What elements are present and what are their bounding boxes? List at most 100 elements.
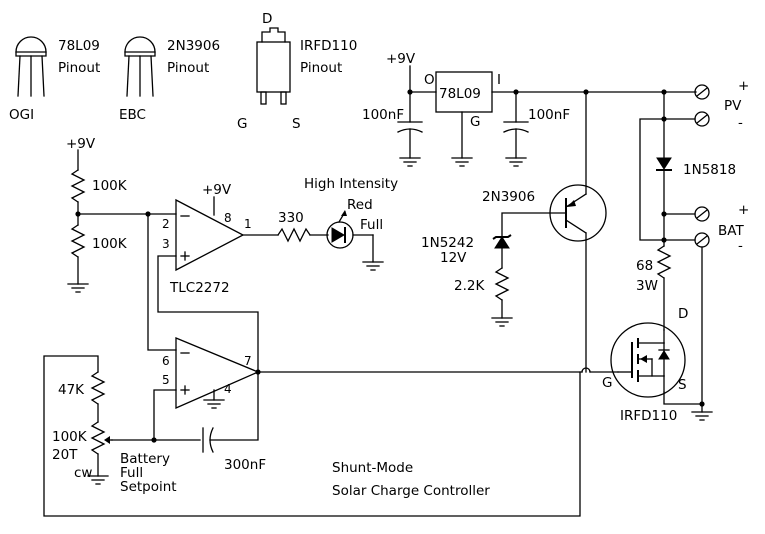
fet-pinout-label: Pinout — [300, 60, 342, 76]
bat-label: BAT — [718, 223, 744, 239]
bat-plus-sign: + — [738, 202, 749, 218]
opamp-u2-symbol — [175, 337, 260, 409]
bat-minus-sign: - — [738, 238, 743, 254]
mosfet-gate-label: G — [602, 375, 612, 391]
fet-pinout-source: S — [292, 116, 301, 132]
regulator-pin-o: O — [424, 72, 435, 88]
pnp-pinout-label: Pinout — [167, 60, 209, 76]
source-ground-icon — [691, 411, 713, 421]
diagram-title-line1: Shunt-Mode — [332, 460, 413, 476]
bat-negative-terminal-icon[interactable] — [694, 232, 710, 248]
divider-top-value: 100K — [92, 178, 128, 194]
led-text-line3: Full — [360, 217, 383, 233]
regulator-cap1-value: 100nF — [362, 107, 404, 123]
led-text-line1: High Intensity — [304, 176, 398, 192]
led-resistor — [277, 227, 311, 243]
led-text-line2: Red — [347, 197, 373, 213]
opamp-u2-pin6: 6 — [162, 354, 170, 368]
setpoint-pot-label: 100K — [52, 429, 88, 445]
mosfet-source-label: S — [678, 377, 687, 393]
fet-pinout-part: IRFD110 — [300, 38, 357, 54]
fet-pinout-drain: D — [262, 11, 272, 27]
setpoint-pot — [90, 421, 106, 455]
divider-bottom-value: 100K — [92, 236, 128, 252]
zener-part-label: 1N5242 — [421, 235, 474, 251]
divider-bottom-resistor — [70, 224, 86, 258]
setpoint-text-line3: Setpoint — [120, 479, 177, 495]
fet-pinout-gate: G — [237, 116, 247, 132]
feedback-cap-value: 300nF — [224, 457, 266, 473]
setpoint-47k-resistor — [90, 371, 106, 405]
divider-ground-icon — [67, 283, 89, 293]
opamp-u1-symbol — [175, 198, 245, 272]
pot-wiper-arrow-icon — [104, 436, 113, 444]
led-icon — [326, 210, 354, 249]
cap1-ground-icon — [399, 157, 421, 167]
setpoint-ground-icon — [87, 475, 109, 485]
opamp-u1-pin1: 1 — [244, 217, 252, 231]
regulator-pin-i: I — [497, 72, 501, 88]
pv-minus-sign: - — [738, 115, 743, 131]
pv-positive-terminal-icon[interactable] — [694, 84, 710, 100]
regulator-part: 78L09 — [439, 86, 481, 102]
setpoint-turns-label: 20T — [52, 447, 78, 463]
opamp-u2-pin4: 4 — [224, 382, 232, 396]
opamp-u1-pin3: 3 — [162, 237, 170, 251]
regulator-supply-label: +9V — [386, 51, 416, 67]
zener-ground-icon — [491, 317, 513, 327]
setpoint-supply-loop — [43, 355, 581, 517]
bat-positive-terminal-icon[interactable] — [694, 206, 710, 222]
led-resistor-value: 330 — [278, 210, 304, 226]
divider-supply-label: +9V — [66, 136, 96, 152]
opamp-u2-pin7: 7 — [244, 354, 252, 368]
opamp-u1-pin8: 8 — [224, 211, 232, 225]
feedback-wire — [209, 371, 259, 441]
fet-pinout-icon — [256, 27, 291, 105]
reg-pinout-label: Pinout — [58, 60, 100, 76]
pv-plus-sign: + — [738, 78, 749, 94]
opamp-u1-pin2: 2 — [162, 217, 170, 231]
u2-noninv-wire — [153, 389, 177, 441]
setpoint-text-line1: Battery — [120, 451, 170, 467]
pv-negative-terminal-icon[interactable] — [694, 111, 710, 127]
zener-voltage-label: 12V — [440, 250, 467, 266]
setpoint-r1-label: 47K — [58, 382, 85, 398]
regulator-cap2-value: 100nF — [528, 107, 570, 123]
pnp-part-label: 2N3906 — [482, 189, 535, 205]
schottky-diode-icon — [656, 157, 672, 171]
reg-pinout-icon — [15, 36, 47, 97]
reg-pinout-pins: OGI — [9, 107, 34, 123]
opamp-part-label: TLC2272 — [169, 280, 230, 296]
zener-resistor-value: 2.2K — [454, 278, 485, 294]
setpoint-cw-label: cw — [74, 465, 92, 481]
divider-top-resistor — [70, 169, 86, 203]
negative-rail-loop — [639, 118, 696, 241]
pnp-pinout-pins: EBC — [119, 107, 146, 123]
shunt-value: 68 — [636, 258, 653, 274]
shunt-power: 3W — [636, 278, 658, 294]
setpoint-text-line2: Full — [120, 465, 143, 481]
pnp-pinout-part: 2N3906 — [167, 38, 220, 54]
u1-ref-wire — [157, 255, 259, 373]
mosfet-source-wire — [663, 391, 703, 405]
u2-inverting-wire — [147, 213, 177, 351]
pnp-pinout-icon — [124, 36, 156, 97]
pv-label: PV — [724, 98, 742, 114]
mosfet-drain-label: D — [678, 306, 688, 322]
opamp-u2-ground-icon — [203, 399, 225, 409]
opamp-u1-supply-label: +9V — [202, 182, 232, 198]
reg-pinout-part: 78L09 — [58, 38, 100, 54]
cap2-ground-icon — [505, 157, 527, 167]
zener-diode-icon — [492, 234, 512, 249]
regulator-ground-icon — [451, 157, 473, 167]
led-ground-icon — [362, 261, 384, 271]
opamp-u2-pin5: 5 — [162, 373, 170, 387]
regulator-pin-g: G — [470, 114, 480, 130]
zener-resistor — [494, 267, 510, 301]
pnp-base-wire — [501, 212, 567, 237]
diode-part-label: 1N5818 — [683, 162, 736, 178]
diagram-title-line2: Solar Charge Controller — [332, 483, 490, 499]
mosfet-icon — [610, 322, 686, 398]
